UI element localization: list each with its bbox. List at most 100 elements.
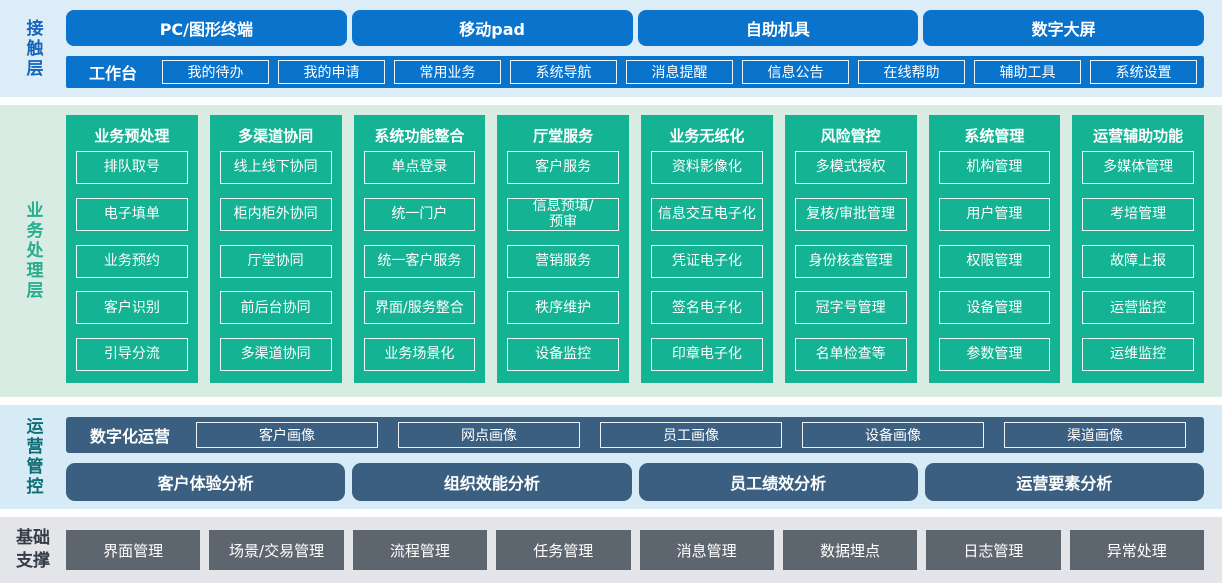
column-title: 系统功能整合: [374, 127, 465, 145]
module-box: 营销服务: [507, 244, 619, 278]
contact-layer: 接触层 PC/图形终端 移动pad 自助机具 数字大屏 工作台 我的待办 我的申…: [0, 0, 1222, 97]
module-box: 故障上报: [1082, 244, 1194, 278]
module-box: 客户识别: [76, 291, 188, 325]
module-box: 设备管理: [938, 291, 1051, 325]
column-ops-auxiliary: 运营辅助功能 多媒体管理 考培管理 故障上报 运营监控 运维监控: [1072, 115, 1204, 383]
operations-layer-label: 运营管控: [22, 417, 43, 497]
workbench-item-aux-tools: 辅助工具: [974, 60, 1082, 84]
portrait-box-customer: 客户画像: [196, 422, 379, 448]
column-lobby-service: 厅堂服务 客户服务 信息预填/ 预审 营销服务 秩序维护 设备监控: [497, 115, 629, 383]
module-box: 线上线下协同: [219, 151, 332, 184]
operations-layer-body: 数字化运营 客户画像 网点画像 员工画像 设备画像 渠道画像 客户体验分析 组织…: [66, 405, 1222, 509]
device-box-pc: PC/图形终端: [66, 10, 347, 46]
module-box: 运维监控: [1082, 338, 1194, 371]
module-box: 多渠道协同: [219, 338, 332, 371]
column-items: 机构管理 用户管理 权限管理 设备管理 参数管理: [938, 151, 1051, 371]
module-box: 客户服务: [507, 151, 619, 184]
module-box: 业务场景化: [363, 338, 476, 371]
operations-layer-label-col: 运营管控: [0, 405, 66, 509]
column-risk-control: 风险管控 多模式授权 复核/审批管理 身份核查管理 冠字号管理 名单检查等: [784, 115, 917, 383]
module-box: 设备监控: [507, 338, 619, 371]
column-items: 客户服务 信息预填/ 预审 营销服务 秩序维护 设备监控: [507, 151, 619, 371]
module-box: 柜内柜外协同: [219, 197, 332, 231]
device-box-selfservice: 自助机具: [637, 10, 919, 46]
workbench-item-message-reminder: 消息提醒: [626, 60, 734, 84]
module-box: 多媒体管理: [1082, 151, 1194, 184]
module-box: 信息预填/ 预审: [507, 197, 619, 231]
module-box: 权限管理: [938, 244, 1051, 278]
workbench-item-online-help: 在线帮助: [858, 60, 966, 84]
module-box: 机构管理: [938, 151, 1051, 184]
column-title: 系统管理: [964, 127, 1025, 145]
business-layer-label: 业务处理层: [22, 201, 43, 301]
foundation-layer: 基础支撑 界面管理 场景/交易管理 流程管理 任务管理 消息管理 数据埋点 日志…: [0, 517, 1222, 583]
module-box: 凭证电子化: [651, 244, 763, 278]
portrait-box-device: 设备画像: [802, 422, 985, 448]
module-box: 冠字号管理: [794, 291, 907, 325]
module-box: 考培管理: [1082, 197, 1194, 231]
business-layer-label-col: 业务处理层: [0, 105, 66, 397]
digital-ops-label: 数字化运营: [90, 427, 171, 446]
column-title: 业务预处理: [94, 127, 170, 145]
device-row: PC/图形终端 移动pad 自助机具 数字大屏: [66, 10, 1204, 46]
business-columns: 业务预处理 排队取号 电子填单 业务预约 客户识别 引导分流 多渠道协同 线上线…: [66, 115, 1204, 383]
module-box: 复核/审批管理: [794, 197, 907, 231]
module-box: 参数管理: [938, 338, 1051, 371]
module-box: 电子填单: [76, 197, 188, 231]
module-box: 印章电子化: [651, 338, 763, 371]
column-business-preprocess: 业务预处理 排队取号 电子填单 业务预约 客户识别 引导分流: [66, 115, 198, 383]
workbench-item-common-business: 常用业务: [394, 60, 502, 84]
foundation-box-scene-transaction: 场景/交易管理: [209, 530, 344, 570]
column-title: 厅堂服务: [533, 127, 594, 145]
column-items: 线上线下协同 柜内柜外协同 厅堂协同 前后台协同 多渠道协同: [219, 151, 332, 371]
workbench-label: 工作台: [89, 64, 138, 83]
module-box: 统一门户: [363, 197, 476, 231]
module-box: 厅堂协同: [219, 244, 332, 278]
module-box: 名单检查等: [794, 338, 907, 371]
workbench-item-applications: 我的申请: [278, 60, 386, 84]
module-box: 单点登录: [363, 151, 476, 184]
module-box: 运营监控: [1082, 291, 1194, 325]
analysis-box-customer-experience: 客户体验分析: [66, 463, 346, 501]
column-title: 运营辅助功能: [1093, 127, 1184, 145]
digital-ops-bar: 数字化运营 客户画像 网点画像 员工画像 设备画像 渠道画像: [66, 417, 1204, 453]
foundation-layer-label: 基础支撑: [16, 528, 50, 571]
analysis-row: 客户体验分析 组织效能分析 员工绩效分析 运营要素分析: [66, 463, 1204, 501]
workbench-bar: 工作台 我的待办 我的申请 常用业务 系统导航 消息提醒 信息公告 在线帮助 辅…: [66, 56, 1204, 88]
column-items: 资料影像化 信息交互电子化 凭证电子化 签名电子化 印章电子化: [651, 151, 763, 371]
workbench-item-system-settings: 系统设置: [1090, 60, 1198, 84]
module-box: 签名电子化: [651, 291, 763, 325]
analysis-box-org-efficiency: 组织效能分析: [352, 463, 632, 501]
module-box: 引导分流: [76, 338, 188, 371]
column-items: 排队取号 电子填单 业务预约 客户识别 引导分流: [76, 151, 188, 371]
module-box: 秩序维护: [507, 291, 619, 325]
module-box: 用户管理: [938, 197, 1051, 231]
column-items: 多模式授权 复核/审批管理 身份核查管理 冠字号管理 名单检查等: [794, 151, 907, 371]
business-layer-body: 业务预处理 排队取号 电子填单 业务预约 客户识别 引导分流 多渠道协同 线上线…: [66, 105, 1222, 397]
portrait-box-branch: 网点画像: [398, 422, 581, 448]
column-system-management: 系统管理 机构管理 用户管理 权限管理 设备管理 参数管理: [928, 115, 1061, 383]
column-items: 多媒体管理 考培管理 故障上报 运营监控 运维监控: [1082, 151, 1194, 371]
workbench-item-todo: 我的待办: [162, 60, 270, 84]
contact-layer-label: 接触层: [22, 18, 43, 79]
foundation-box-task: 任务管理: [496, 530, 631, 570]
column-paperless: 业务无纸化 资料影像化 信息交互电子化 凭证电子化 签名电子化 印章电子化: [641, 115, 773, 383]
foundation-box-log: 日志管理: [926, 530, 1061, 570]
foundation-layer-body: 界面管理 场景/交易管理 流程管理 任务管理 消息管理 数据埋点 日志管理 异常…: [66, 517, 1222, 583]
analysis-box-ops-elements: 运营要素分析: [924, 463, 1204, 501]
business-layer: 业务处理层 业务预处理 排队取号 电子填单 业务预约 客户识别 引导分流 多渠道…: [0, 105, 1222, 397]
foundation-box-data-tracking: 数据埋点: [782, 530, 918, 570]
portrait-box-channel: 渠道画像: [1004, 422, 1187, 448]
column-system-integration: 系统功能整合 单点登录 统一门户 统一客户服务 界面/服务整合 业务场景化: [353, 115, 486, 383]
module-box: 信息交互电子化: [651, 197, 763, 231]
module-box: 统一客户服务: [363, 244, 476, 278]
column-title: 业务无纸化: [669, 127, 745, 145]
workbench-item-system-nav: 系统导航: [510, 60, 618, 84]
foundation-layer-label-col: 基础支撑: [0, 517, 66, 583]
foundation-box-ui-management: 界面管理: [66, 530, 201, 570]
column-multichannel: 多渠道协同 线上线下协同 柜内柜外协同 厅堂协同 前后台协同 多渠道协同: [209, 115, 342, 383]
operations-layer: 运营管控 数字化运营 客户画像 网点画像 员工画像 设备画像 渠道画像 客户体验…: [0, 405, 1222, 509]
module-box: 多模式授权: [794, 151, 907, 184]
analysis-box-employee-performance: 员工绩效分析: [638, 463, 918, 501]
module-box: 排队取号: [76, 151, 188, 184]
